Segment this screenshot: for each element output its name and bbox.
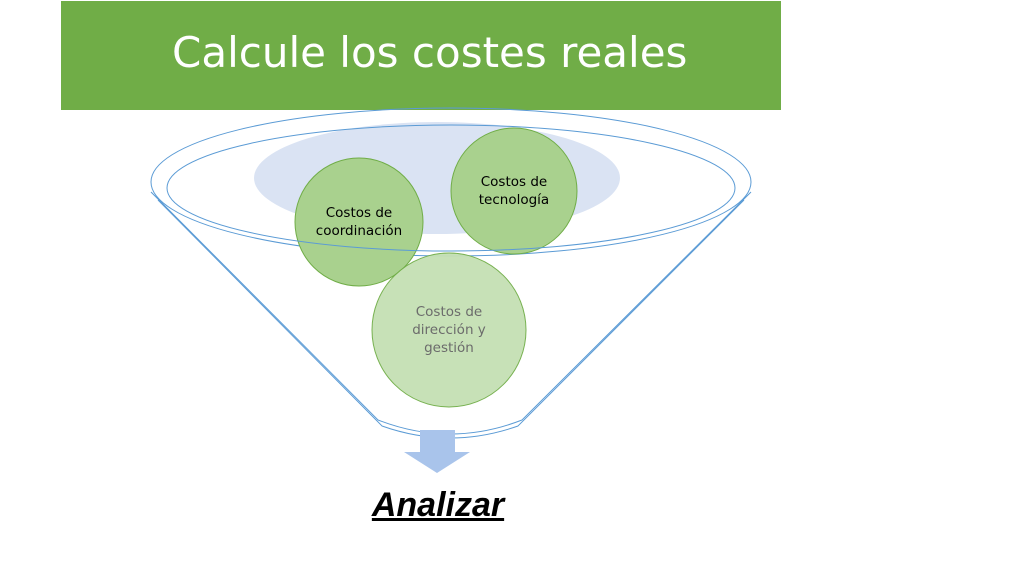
circle-coordinacion [294, 157, 424, 287]
funnel-inner-rim [166, 124, 736, 252]
page-title: Calcule los costes reales [172, 28, 688, 77]
node-label-coordinacion: Costos de coordinación [315, 205, 403, 239]
node-label-tecnologia: Costos de tecnología [478, 174, 550, 208]
title-banner: Calcule los costes reales [61, 1, 781, 110]
circle-direccion [371, 252, 527, 408]
circle-tecnologia [450, 127, 578, 255]
down-arrow-icon [404, 430, 470, 473]
result-label: Analizar [371, 486, 505, 524]
node-label-direccion: Costos de dirección y gestión [412, 304, 486, 356]
